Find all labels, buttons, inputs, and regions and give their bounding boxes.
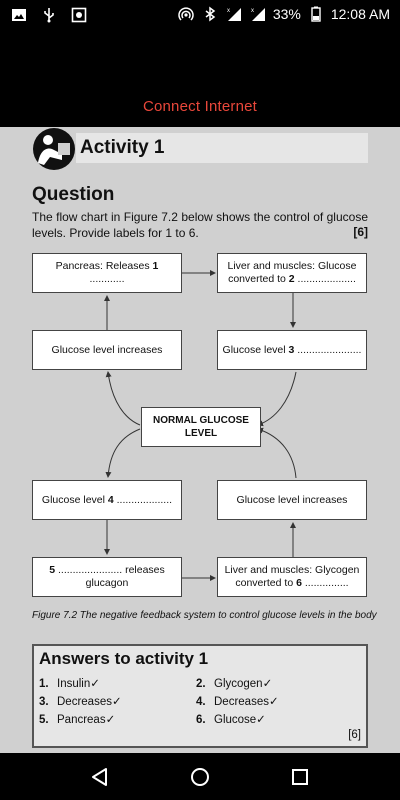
answer-item: 3.Decreases✓ bbox=[39, 696, 122, 708]
answer-item: 6.Glucose✓ bbox=[196, 714, 266, 726]
signal-icon: x bbox=[225, 5, 243, 23]
flow-box-normal-glucose: NORMAL GLUCOSE LEVEL bbox=[141, 407, 261, 447]
recents-icon[interactable] bbox=[288, 765, 312, 789]
document-page: Activity 1 Question The flow chart in Fi… bbox=[0, 127, 400, 753]
answer-item: 2.Glycogen✓ bbox=[196, 678, 273, 690]
home-icon[interactable] bbox=[188, 765, 212, 789]
answers-marks: [6] bbox=[348, 729, 361, 741]
top-bar: Connect Internet bbox=[0, 30, 400, 127]
flow-box-glucose-increases-top: Glucose level increases bbox=[32, 330, 182, 370]
signal-icon: x bbox=[249, 5, 267, 23]
battery-icon bbox=[307, 5, 325, 23]
answers-box: Answers to activity 1 1.Insulin✓ 2.Glyco… bbox=[32, 644, 368, 748]
svg-text:x: x bbox=[251, 8, 254, 14]
question-text: The flow chart in Figure 7.2 below shows… bbox=[32, 210, 368, 240]
navigation-bar bbox=[0, 753, 400, 800]
flow-box-pancreas-releases: Pancreas: Releases 1 ............ bbox=[32, 253, 182, 293]
image-icon bbox=[10, 6, 28, 24]
answers-heading: Answers to activity 1 bbox=[39, 649, 209, 668]
question-marks: [6] bbox=[353, 225, 368, 239]
flow-box-glucose-increases-bottom: Glucose level increases bbox=[217, 480, 367, 520]
question-heading: Question bbox=[32, 184, 115, 205]
flowchart-arrows bbox=[104, 270, 297, 581]
connect-internet-link[interactable]: Connect Internet bbox=[142, 98, 258, 115]
back-icon[interactable] bbox=[88, 765, 112, 789]
battery-percent: 33% bbox=[272, 6, 301, 22]
usb-icon bbox=[40, 6, 58, 24]
flow-box-glucose-level-3: Glucose level 3 ...................... bbox=[217, 330, 367, 370]
status-bar: x x 33% 12:08 AM bbox=[0, 0, 400, 30]
answer-item: 4.Decreases✓ bbox=[196, 696, 279, 708]
flow-box-glucose-level-4: Glucose level 4 ................... bbox=[32, 480, 182, 520]
clock: 12:08 AM bbox=[330, 6, 390, 22]
activity-person-icon bbox=[32, 127, 76, 171]
screenshot-icon bbox=[70, 6, 88, 24]
svg-text:x: x bbox=[227, 8, 230, 14]
activity-title: Activity 1 bbox=[80, 137, 165, 158]
figure-caption: Figure 7.2 The negative feedback system … bbox=[32, 610, 377, 621]
answer-item: 1.Insulin✓ bbox=[39, 678, 100, 690]
activity-header-bar bbox=[76, 133, 368, 163]
bluetooth-icon bbox=[201, 5, 219, 23]
answer-item: 5.Pancreas✓ bbox=[39, 714, 116, 726]
hotspot-icon bbox=[177, 5, 195, 23]
